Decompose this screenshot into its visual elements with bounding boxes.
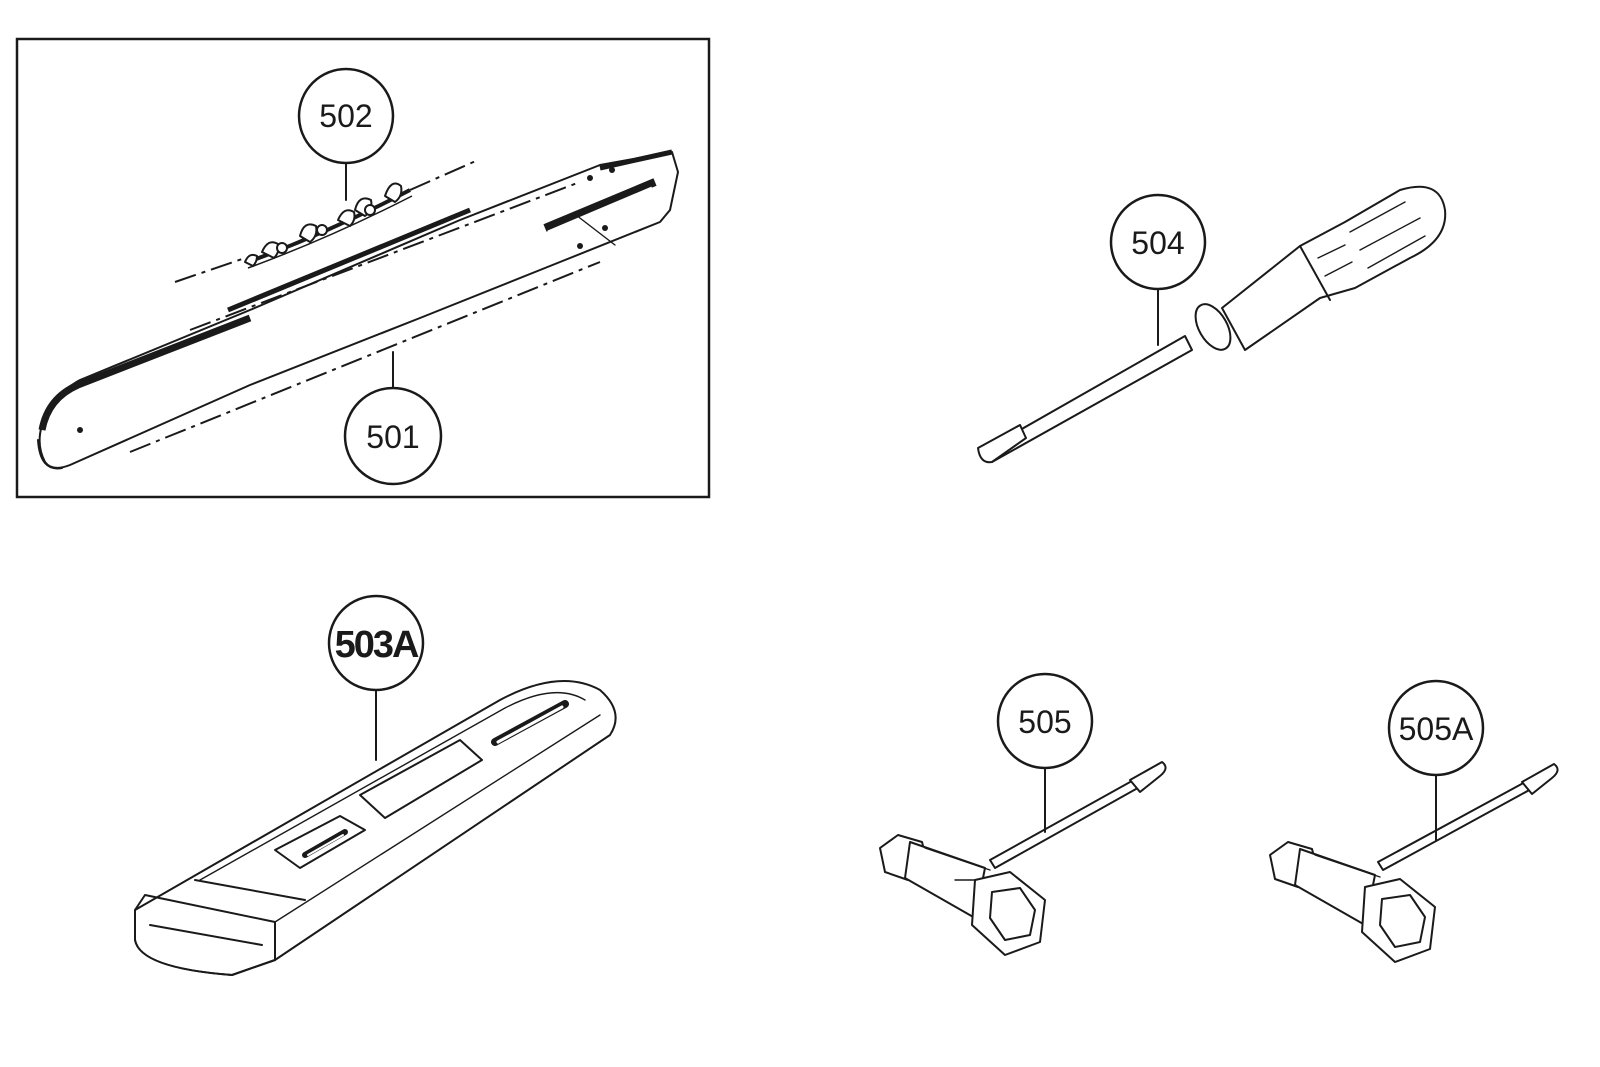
wrench-505-drawing <box>879 761 1167 956</box>
callout-501-label: 501 <box>366 419 419 455</box>
wrench-505a-group: 505A <box>1269 679 1559 963</box>
screwdriver-drawing <box>977 185 1447 464</box>
bar-cover-drawing <box>134 680 617 976</box>
callout-502: 502 <box>297 67 395 165</box>
callout-505a-label: 505A <box>1399 711 1474 747</box>
callout-505a: 505A <box>1387 679 1485 777</box>
screwdriver-group: 504 <box>977 185 1447 464</box>
callout-505-label: 505 <box>1018 704 1071 740</box>
callout-502-label: 502 <box>319 98 372 134</box>
wrench-505-group: 505 <box>879 672 1167 956</box>
callout-503a: 503A <box>327 594 425 692</box>
inset-frame <box>15 37 711 499</box>
callout-501: 501 <box>343 386 443 486</box>
wrench-505a-drawing <box>1269 763 1559 963</box>
callout-504: 504 <box>1109 193 1207 291</box>
callout-505: 505 <box>996 672 1094 770</box>
guide-bar-inset: 502 501 <box>15 37 711 499</box>
callout-503a-label: 503A <box>335 624 419 666</box>
callout-504-label: 504 <box>1131 225 1184 261</box>
guide-bar-drawing <box>37 149 679 470</box>
saw-chain-drawing <box>174 159 479 283</box>
bar-cover-group: 503A <box>134 594 617 976</box>
